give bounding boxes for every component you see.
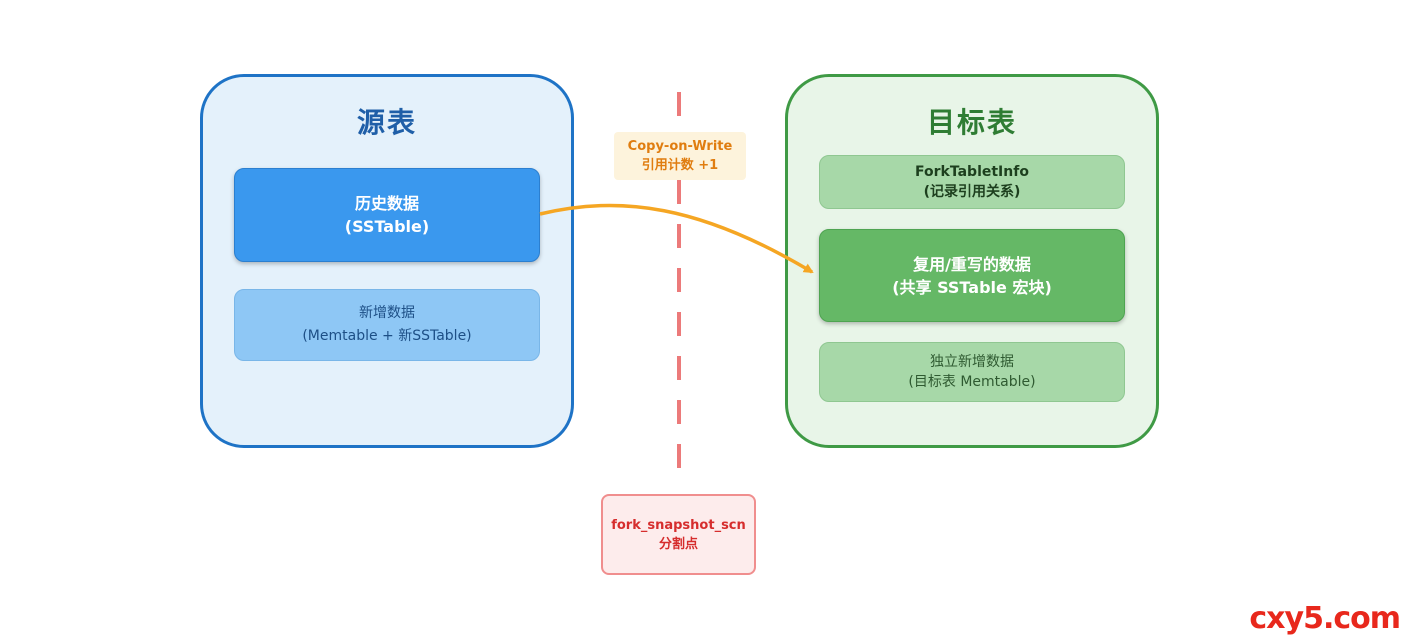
split-point-label: 分割点 <box>658 536 698 552</box>
new-data-label: 新增数据 <box>359 305 415 321</box>
fork-tablet-info-box: ForkTabletInfo (记录引用关系) <box>819 155 1125 209</box>
split-point-scn: fork_snapshot_scn <box>611 517 746 533</box>
new-data-box: 新增数据 (Memtable + 新SSTable) <box>234 289 540 361</box>
independent-data-label: 独立新增数据 <box>930 354 1014 370</box>
split-point-box: fork_snapshot_scn 分割点 <box>601 494 756 575</box>
new-data-sublabel: (Memtable + 新SSTable) <box>302 328 472 344</box>
history-data-sublabel: (SSTable) <box>344 217 430 236</box>
fork-tablet-info-sublabel: (记录引用关系) <box>923 184 1021 200</box>
history-data-box: 历史数据 (SSTable) <box>234 168 540 262</box>
fork-tablet-info-label: ForkTabletInfo <box>915 164 1029 180</box>
source-table-title: 源表 <box>356 106 417 139</box>
independent-data-sublabel: (目标表 Memtable) <box>908 374 1036 390</box>
ref-count-text: 引用计数 +1 <box>641 158 719 173</box>
copy-on-write-title: Copy-on-Write <box>627 139 733 154</box>
target-table-title: 目标表 <box>926 106 1017 139</box>
site-watermark: cxy5.com <box>1249 601 1401 636</box>
reused-data-sublabel: (共享 SSTable 宏块) <box>892 277 1052 297</box>
copy-on-write-arrow <box>539 203 814 274</box>
copy-on-write-label: Copy-on-Write 引用计数 +1 <box>614 132 746 180</box>
reused-data-box: 复用/重写的数据 (共享 SSTable 宏块) <box>819 229 1125 322</box>
history-data-label: 历史数据 <box>354 194 419 213</box>
independent-data-box: 独立新增数据 (目标表 Memtable) <box>819 342 1125 402</box>
reused-data-label: 复用/重写的数据 <box>913 254 1031 274</box>
